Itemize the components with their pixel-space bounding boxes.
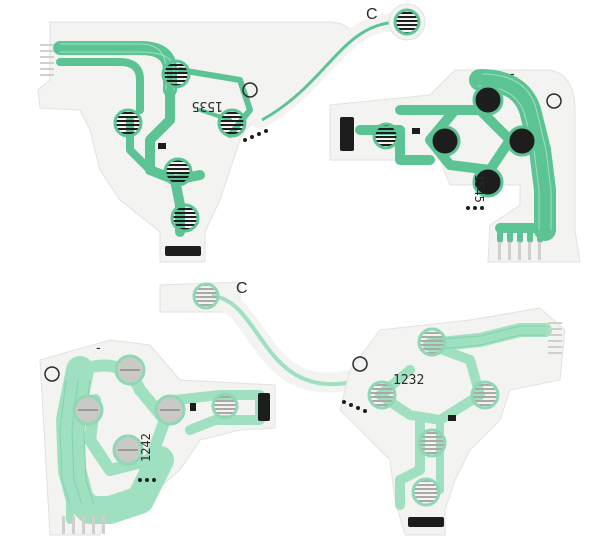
- board-top-left: 1535 C: [37, 3, 426, 263]
- board-top-left-tail-trace: [261, 20, 401, 122]
- board-bottom-right: C: [159, 280, 566, 536]
- board-bottom-right-c-contact: [192, 282, 220, 310]
- board-top-right-side-pad: [340, 117, 354, 151]
- board-bottom-left: - 1242: [39, 339, 276, 536]
- svg-text:-: -: [96, 339, 101, 355]
- board-bottom-left-connector: [62, 516, 105, 534]
- svg-text:-: -: [510, 65, 515, 81]
- board-top-right-code: 1545: [472, 174, 486, 203]
- board-bottom-right-tail: [200, 286, 360, 393]
- board-top-left-connector: [40, 44, 54, 76]
- board-top-right-contacts: [429, 84, 538, 198]
- board-top-left-code: 1535: [192, 98, 223, 113]
- board-top-left-c-contact: [393, 8, 421, 36]
- board-bottom-left-side-pad: [258, 393, 270, 421]
- board-bottom-right-connector: [548, 322, 562, 354]
- board-bottom-right-c-mark: C: [236, 280, 248, 297]
- board-top-right: - 1545: [329, 65, 581, 263]
- board-top-left-c-mark: C: [366, 6, 378, 23]
- board-bottom-right-contacts: [367, 327, 500, 507]
- board-bottom-right-bottom-pad: [408, 517, 444, 527]
- board-top-right-connector: [498, 242, 541, 260]
- board-bottom-right-code: 1232: [393, 373, 424, 388]
- board-top-left-bottom-pad: [165, 246, 201, 256]
- board-top-left-contacts: [113, 59, 247, 233]
- board-bottom-left-code: 1242: [139, 433, 153, 462]
